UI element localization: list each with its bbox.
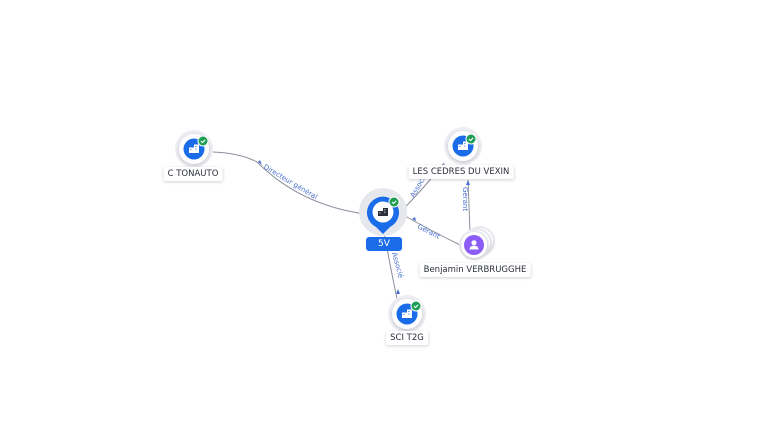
node-label-benjamin-verbrugghe[interactable]: Benjamin VERBRUGGHE [419, 263, 531, 277]
check-badge-icon [410, 300, 422, 312]
check-badge-icon [197, 135, 209, 147]
edge-center-tonauto[interactable]: Directeur général [212, 151, 366, 215]
building-icon [378, 208, 388, 216]
check-badge-icon [388, 196, 400, 208]
node-benjamin-verbrugghe[interactable] [459, 226, 495, 260]
node-label-c-tonauto[interactable]: C TONAUTO [163, 167, 223, 181]
edge-label-gerant-cedres: Gérant [461, 187, 469, 211]
edge-benjamin-cedres[interactable]: Gérant [461, 179, 471, 233]
building-icon [402, 309, 412, 318]
node-sci-t2g[interactable] [388, 295, 426, 333]
center-node-5v[interactable] [359, 188, 407, 236]
edge-label-gerant-center: Gérant [416, 223, 441, 241]
edge-benjamin-center[interactable]: Gérant [404, 215, 461, 246]
node-les-cedres-du-vexin[interactable] [444, 127, 482, 165]
person-icon [469, 240, 479, 250]
node-label-les-cedres-du-vexin[interactable]: LES CEDRES DU VEXIN [408, 165, 514, 179]
building-icon [189, 144, 199, 153]
building-icon [458, 141, 468, 150]
check-badge-icon [465, 133, 477, 145]
node-label-sci-t2g[interactable]: SCI T2G [386, 331, 428, 345]
edge-label-directeur-general: Directeur général [262, 163, 319, 202]
center-node-label[interactable]: 5V [366, 237, 402, 251]
node-c-tonauto[interactable] [175, 130, 213, 168]
